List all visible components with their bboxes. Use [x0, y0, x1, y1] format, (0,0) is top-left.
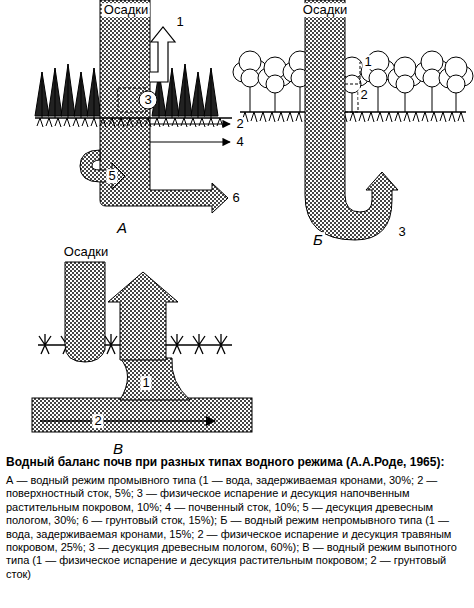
groundwater-arrow — [40, 420, 215, 422]
grass-plant — [215, 334, 227, 354]
panel-letter: В — [111, 441, 125, 457]
tree-crown — [447, 75, 465, 93]
roots — [242, 112, 464, 122]
desuction-arrow — [80, 150, 125, 189]
grass-plant — [39, 334, 51, 354]
root — [260, 112, 266, 122]
root — [350, 112, 356, 122]
interception-arrow — [150, 27, 175, 82]
callout-number: 2 — [358, 88, 369, 102]
root — [431, 112, 437, 122]
callout-number: 2 — [234, 117, 245, 131]
root — [287, 112, 293, 122]
root — [395, 112, 401, 122]
tree-crown — [266, 75, 284, 93]
tree-trunk — [172, 68, 173, 118]
grass-plant — [171, 334, 183, 354]
callout-number: 1 — [140, 376, 151, 390]
evaporation-arrow — [108, 272, 178, 360]
root — [377, 112, 383, 122]
root — [190, 118, 196, 127]
root — [251, 112, 257, 122]
root — [172, 118, 178, 127]
root — [55, 118, 61, 127]
tree-trunk — [68, 64, 69, 118]
tree-trunk — [198, 72, 199, 118]
panel-letter: А — [115, 220, 129, 236]
root — [46, 118, 52, 127]
root — [145, 118, 151, 127]
root — [163, 118, 169, 127]
figure-title: Водный баланс почв при разных типах водн… — [6, 455, 468, 469]
root — [181, 118, 187, 127]
figure-caption: А — водный режим промывного типа (1 — во… — [6, 474, 468, 581]
grass-plant — [105, 334, 117, 354]
root — [413, 112, 419, 122]
callout-number: 3 — [396, 225, 407, 239]
root — [64, 118, 70, 127]
root — [449, 112, 455, 122]
dashed-flow — [345, 62, 360, 112]
tree-trunk — [94, 68, 95, 118]
root — [91, 118, 97, 127]
callout-number: 2 — [92, 414, 103, 428]
root — [118, 118, 124, 127]
tree-trunk — [55, 68, 56, 118]
root — [296, 112, 302, 122]
root — [100, 118, 106, 127]
precipitation-column — [65, 262, 105, 362]
root — [422, 112, 428, 122]
callout-number: 1 — [174, 15, 185, 29]
tree-trunk — [185, 64, 186, 118]
tree-crown — [396, 75, 414, 93]
root — [154, 118, 160, 127]
root — [217, 118, 223, 127]
tree-crown — [369, 69, 387, 87]
precipitation-column — [305, 0, 398, 240]
flow-label: Осадки — [102, 3, 150, 17]
tree-crown — [241, 69, 259, 87]
root — [386, 112, 392, 122]
root — [404, 112, 410, 122]
roots — [37, 118, 223, 127]
tree-crown — [423, 69, 441, 87]
root — [109, 118, 115, 127]
root — [440, 112, 446, 122]
callout-number: 4 — [234, 135, 245, 149]
soil-runoff-arrow — [150, 141, 230, 142]
capillary-rise-flow — [120, 358, 190, 400]
callout-number: 3 — [142, 93, 153, 107]
callout-number: 5 — [106, 169, 117, 183]
tree-trunk — [42, 72, 43, 118]
flow-label: Осадки — [62, 245, 110, 259]
root — [359, 112, 365, 122]
root — [73, 118, 79, 127]
root — [458, 112, 464, 122]
callout-number: 6 — [230, 191, 241, 205]
root — [136, 118, 142, 127]
tree-trunk — [81, 72, 82, 118]
grass-plant — [193, 334, 205, 354]
groundwater-band — [32, 398, 252, 432]
root — [199, 118, 205, 127]
tree-trunk — [211, 68, 212, 118]
root — [37, 118, 43, 127]
root — [368, 112, 374, 122]
flow-label: Осадки — [301, 3, 349, 17]
callout-number: 1 — [362, 55, 373, 69]
root — [82, 118, 88, 127]
surface-runoff-arrow — [150, 123, 230, 124]
root — [127, 118, 133, 127]
root — [278, 112, 284, 122]
root — [208, 118, 214, 127]
callout-circle — [139, 91, 157, 109]
deciduous-trees — [233, 51, 473, 112]
root — [269, 112, 275, 122]
panel-letter: Б — [311, 232, 325, 248]
